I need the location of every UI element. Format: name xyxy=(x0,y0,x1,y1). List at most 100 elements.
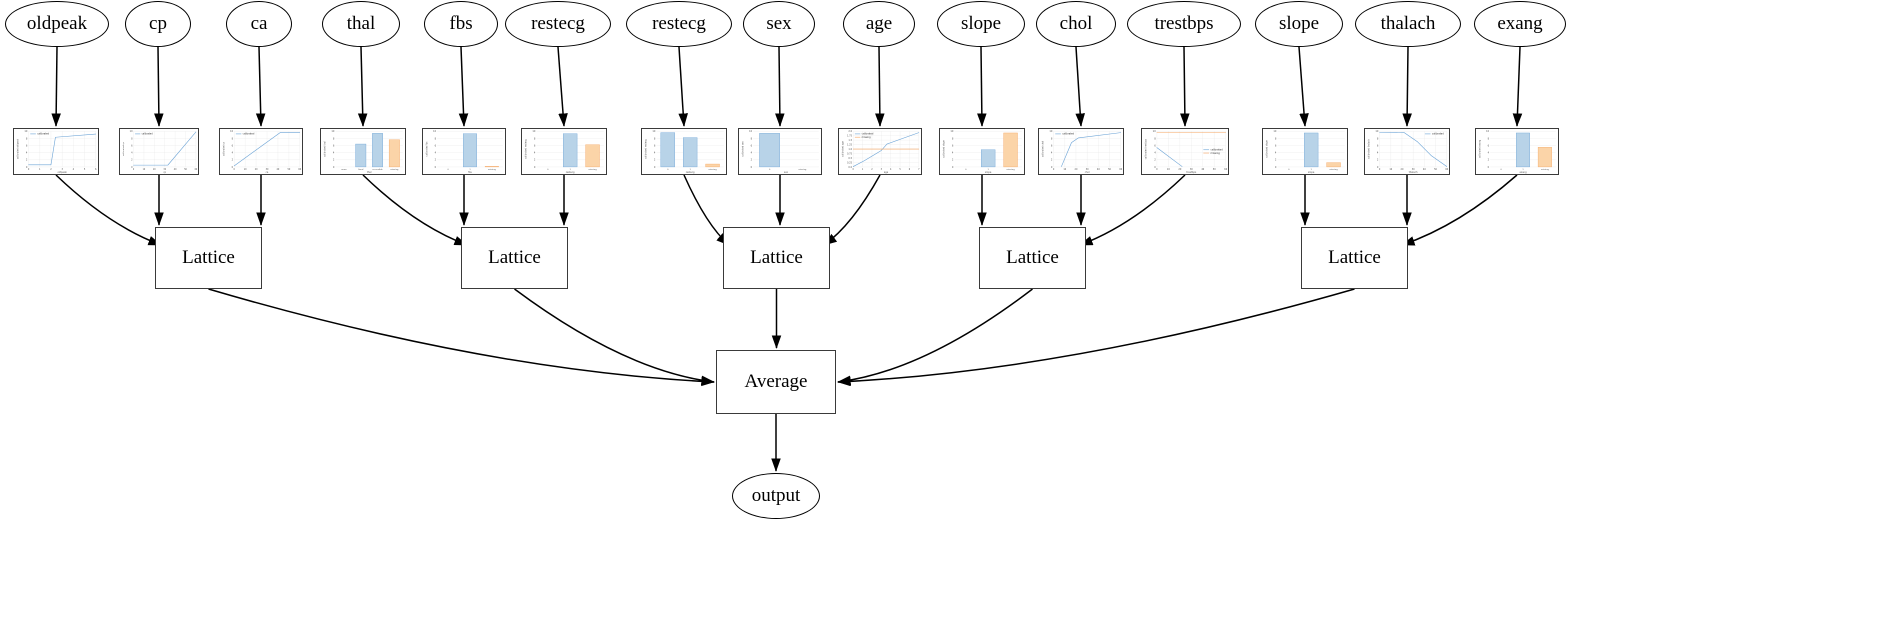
svg-text:calibrated: calibrated xyxy=(37,133,49,136)
feature-node-oldpeak[interactable]: oldpeak xyxy=(5,1,109,47)
svg-text:0: 0 xyxy=(133,168,135,171)
svg-text:slope: slope xyxy=(1308,171,1315,174)
svg-text:10: 10 xyxy=(433,130,436,133)
output-node[interactable]: output xyxy=(732,473,820,519)
svg-text:30: 30 xyxy=(1190,168,1193,171)
feature-node-thalach[interactable]: thalach xyxy=(1355,1,1461,47)
feature-node-cp-label: cp xyxy=(149,13,167,34)
svg-text:calibrated ca: calibrated ca xyxy=(222,141,225,156)
svg-text:2: 2 xyxy=(534,159,536,162)
feature-node-sex[interactable]: sex xyxy=(743,1,815,47)
edge-age-to-plot-age xyxy=(875,46,885,127)
edge-plot-trestbps-to-lattice4 xyxy=(1079,174,1186,246)
svg-text:1: 1 xyxy=(987,169,989,171)
svg-text:calibrated: calibrated xyxy=(142,133,154,136)
average-node[interactable]: Average xyxy=(716,350,836,414)
edge-chol-to-plot-chol xyxy=(1075,46,1085,127)
feature-node-cp[interactable]: cp xyxy=(125,1,191,47)
svg-text:10: 10 xyxy=(749,130,752,133)
feature-node-restecg2[interactable]: restecg xyxy=(626,1,732,47)
edge-plot-exang-to-lattice5 xyxy=(1401,174,1518,246)
svg-text:0: 0 xyxy=(667,169,669,171)
svg-text:6: 6 xyxy=(1488,144,1490,147)
svg-text:calibrated exang: calibrated exang xyxy=(1478,139,1481,158)
feature-node-slope1[interactable]: slope xyxy=(937,1,1025,47)
svg-text:calibrated thalach: calibrated thalach xyxy=(1367,139,1370,159)
svg-text:missing: missing xyxy=(1541,169,1550,171)
svg-text:0: 0 xyxy=(965,169,967,171)
feature-node-thal[interactable]: thal xyxy=(322,1,400,47)
svg-text:0.25: 0.25 xyxy=(847,161,853,164)
svg-text:8: 8 xyxy=(654,137,656,140)
svg-text:1: 1 xyxy=(862,168,864,171)
feature-node-chol[interactable]: chol xyxy=(1036,1,1116,47)
feature-node-slope1-label: slope xyxy=(960,13,1002,34)
svg-text:20: 20 xyxy=(255,168,258,171)
svg-text:calibrated slope: calibrated slope xyxy=(1265,140,1268,158)
feature-node-fbs[interactable]: fbs xyxy=(424,1,498,47)
svg-text:1.5: 1.5 xyxy=(848,139,852,142)
svg-text:2.0: 2.0 xyxy=(848,130,852,133)
svg-text:2: 2 xyxy=(1488,159,1490,162)
svg-text:10: 10 xyxy=(244,168,247,171)
feature-node-slope2[interactable]: slope xyxy=(1255,1,1343,47)
feature-node-sex-label: sex xyxy=(766,13,792,34)
feature-node-restecg1[interactable]: restecg xyxy=(505,1,611,47)
feature-node-trestbps[interactable]: trestbps xyxy=(1127,1,1241,47)
lattice-node-lattice4[interactable]: Lattice xyxy=(979,227,1086,289)
edge-lattice4-to-average xyxy=(837,288,1033,386)
svg-text:20: 20 xyxy=(1075,168,1078,171)
svg-text:10: 10 xyxy=(652,130,656,133)
svg-text:1: 1 xyxy=(569,169,571,171)
svg-text:10: 10 xyxy=(230,130,233,133)
lattice-node-lattice1[interactable]: Lattice xyxy=(155,227,262,289)
svg-text:10: 10 xyxy=(1063,168,1066,171)
svg-text:0: 0 xyxy=(1379,168,1381,171)
svg-text:4: 4 xyxy=(751,152,753,155)
svg-text:calibrated oldpeak: calibrated oldpeak xyxy=(16,138,19,159)
feature-node-exang[interactable]: exang xyxy=(1474,1,1566,47)
svg-text:8: 8 xyxy=(1051,137,1053,140)
svg-text:4: 4 xyxy=(131,151,133,154)
feature-node-ca[interactable]: ca xyxy=(226,1,292,47)
svg-text:1.0: 1.0 xyxy=(848,148,852,151)
svg-text:missing: missing xyxy=(799,169,808,171)
svg-text:exang: exang xyxy=(1519,171,1527,174)
svg-text:0: 0 xyxy=(447,169,449,171)
lattice-node-lattice3[interactable]: Lattice xyxy=(723,227,830,289)
svg-text:8: 8 xyxy=(435,137,437,140)
svg-text:0.5: 0.5 xyxy=(848,157,852,160)
svg-text:6: 6 xyxy=(534,144,536,147)
edge-sex-to-plot-sex xyxy=(775,46,785,127)
lattice-node-lattice5[interactable]: Lattice xyxy=(1301,227,1408,289)
svg-text:4: 4 xyxy=(890,168,892,171)
svg-text:6: 6 xyxy=(1154,144,1156,147)
edge-lattice5-to-average xyxy=(837,288,1355,387)
feature-node-age[interactable]: age xyxy=(843,1,915,47)
edge-plot-thal-to-lattice2 xyxy=(362,174,468,246)
svg-text:0: 0 xyxy=(1154,166,1156,169)
feature-node-trestbps-label: trestbps xyxy=(1154,13,1214,34)
svg-text:calibrated: calibrated xyxy=(1432,133,1444,136)
lattice-node-lattice2[interactable]: Lattice xyxy=(461,227,568,289)
svg-text:0: 0 xyxy=(1377,166,1379,169)
svg-text:40: 40 xyxy=(174,168,177,171)
svg-text:0: 0 xyxy=(1275,166,1277,169)
svg-text:8: 8 xyxy=(1275,137,1277,140)
feature-node-restecg1-label: restecg xyxy=(531,13,585,34)
